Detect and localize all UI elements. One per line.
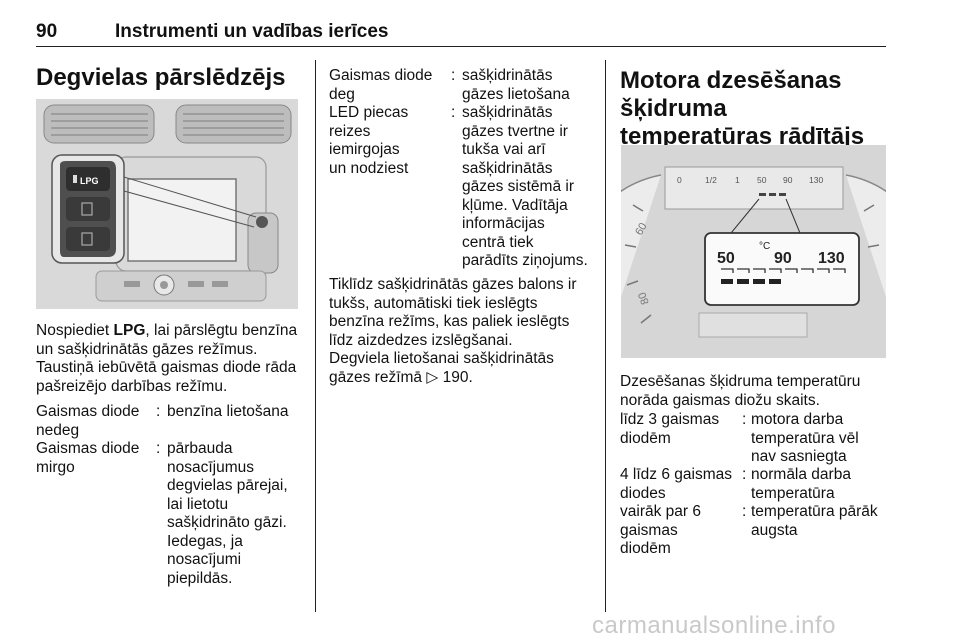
definition-colon: :	[156, 440, 161, 457]
triangle-reference-icon: ▷	[426, 368, 439, 386]
auto-switch-paragraph: Tiklīdz sašķidrinātās gāzes balons ir tu…	[329, 276, 577, 349]
definition-term: Gaismas diode deg	[329, 67, 433, 103]
dashboard-lpg-button-image: LPG	[36, 99, 298, 309]
definition-term: LED piecas reizes iemirgojas un nodziest	[329, 104, 409, 177]
lpg-bold-label: LPG	[113, 322, 146, 339]
top-scale-label: 50	[757, 175, 767, 185]
column-divider-2	[605, 60, 606, 612]
watermark: carmanualsonline.info	[592, 612, 836, 639]
dial-number: 80	[636, 290, 651, 306]
running-header-title: Instrumenti un vadības ierīces	[115, 21, 389, 42]
definition-row: līdz 3 gaismas diodēm : motora darba tem…	[620, 411, 885, 467]
definition-row: Gaismas diode mirgo : pārbauda nosacījum…	[36, 440, 306, 587]
definition-colon: :	[451, 104, 456, 121]
page-reference-link[interactable]: 190.	[442, 368, 473, 386]
definition-row: LED piecas reizes iemirgojas un nodziest…	[329, 104, 594, 274]
definition-description: sašķidrinātās gāzes tvertne ir tukša vai…	[462, 104, 588, 269]
dial-number: 60	[633, 221, 650, 238]
definition-colon: :	[451, 67, 456, 84]
zoom-scale-label: 50	[717, 250, 735, 267]
definition-colon: :	[742, 411, 747, 428]
definition-description: sašķidrinātās gāzes lietošana	[462, 67, 570, 103]
coolant-gauge-image: 60 80 0 1/2 1 50 90 130 50 90 130 °C	[621, 145, 886, 358]
header-divider	[36, 46, 886, 47]
top-scale-label: 0	[677, 175, 682, 185]
definition-row: 4 līdz 6 gaismas diodes : normāla darba …	[620, 466, 885, 504]
lpg-button-label: LPG	[80, 176, 99, 186]
definition-colon: :	[156, 403, 161, 420]
fuel-reference-paragraph: Degviela lietošanai sašķidrinātās gāzes …	[329, 350, 554, 386]
section-heading-coolant-gauge: Motora dzesēšanas šķidruma temperatūras …	[620, 67, 865, 150]
lpg-intro-paragraph: Nospiediet LPG, lai pārslēgtu benzīna un…	[36, 322, 298, 358]
zoom-scale-label: 130	[818, 250, 845, 267]
top-scale-label: 90	[783, 175, 793, 185]
page-number: 90	[36, 21, 58, 42]
definition-term: Gaismas diode mirgo	[36, 440, 140, 476]
definition-description: temperatūra pārāk augsta	[751, 503, 878, 539]
section-heading-fuel-selector: Degvielas pārslēdzējs	[36, 64, 286, 91]
zoom-scale-label: 90	[774, 250, 792, 267]
definition-row: vairāk par 6 gaismas diodēm : temperatūr…	[620, 503, 885, 559]
definition-description: motora darba temperatūra vēl nav sasnieg…	[751, 411, 859, 465]
top-scale-label: 1/2	[705, 175, 717, 185]
definition-description: benzīna lietošana	[167, 403, 289, 420]
coolant-intro-paragraph: Dzesēšanas šķidruma temperatūru norāda g…	[620, 373, 861, 409]
led-mode-paragraph: Taustiņā iebūvētā gaismas diode rāda paš…	[36, 359, 297, 395]
definition-description: normāla darba temperatūra	[751, 466, 851, 502]
definition-colon: :	[742, 466, 747, 483]
definition-term: vairāk par 6 gaismas diodēm	[620, 503, 701, 557]
column-divider-1	[315, 60, 316, 612]
definition-term: līdz 3 gaismas diodēm	[620, 411, 720, 447]
definition-colon: :	[742, 503, 747, 520]
top-scale-label: 1	[735, 175, 740, 185]
temperature-unit-label: °C	[759, 241, 770, 252]
definition-term: 4 līdz 6 gaismas diodes	[620, 466, 732, 502]
definition-row: Gaismas diode nedeg : benzīna lietošana	[36, 403, 306, 441]
top-scale-label: 130	[809, 175, 823, 185]
definition-row: Gaismas diode deg : sašķidrinātās gāzes …	[329, 67, 594, 105]
definition-description: pārbauda nosacījumus degvielas pārejai, …	[167, 440, 288, 587]
definition-term: Gaismas diode nedeg	[36, 403, 140, 439]
